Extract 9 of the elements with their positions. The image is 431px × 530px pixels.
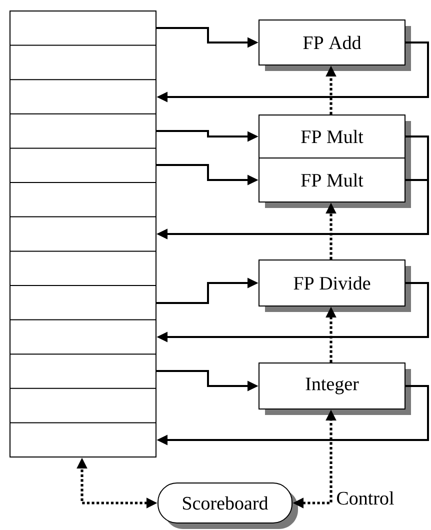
- unit-box: FP Add: [258, 20, 411, 71]
- unit-box: FP Mult: [258, 114, 411, 164]
- unit-box: FP Divide: [258, 260, 411, 312]
- node-label: Scoreboard: [183, 496, 268, 510]
- control-label: Control: [337, 491, 394, 505]
- register-file: [10, 10, 156, 458]
- unit-box: FP Mult: [258, 158, 411, 208]
- scoreboard-box: Scoreboard: [158, 482, 298, 529]
- unit-box: Integer: [258, 362, 411, 415]
